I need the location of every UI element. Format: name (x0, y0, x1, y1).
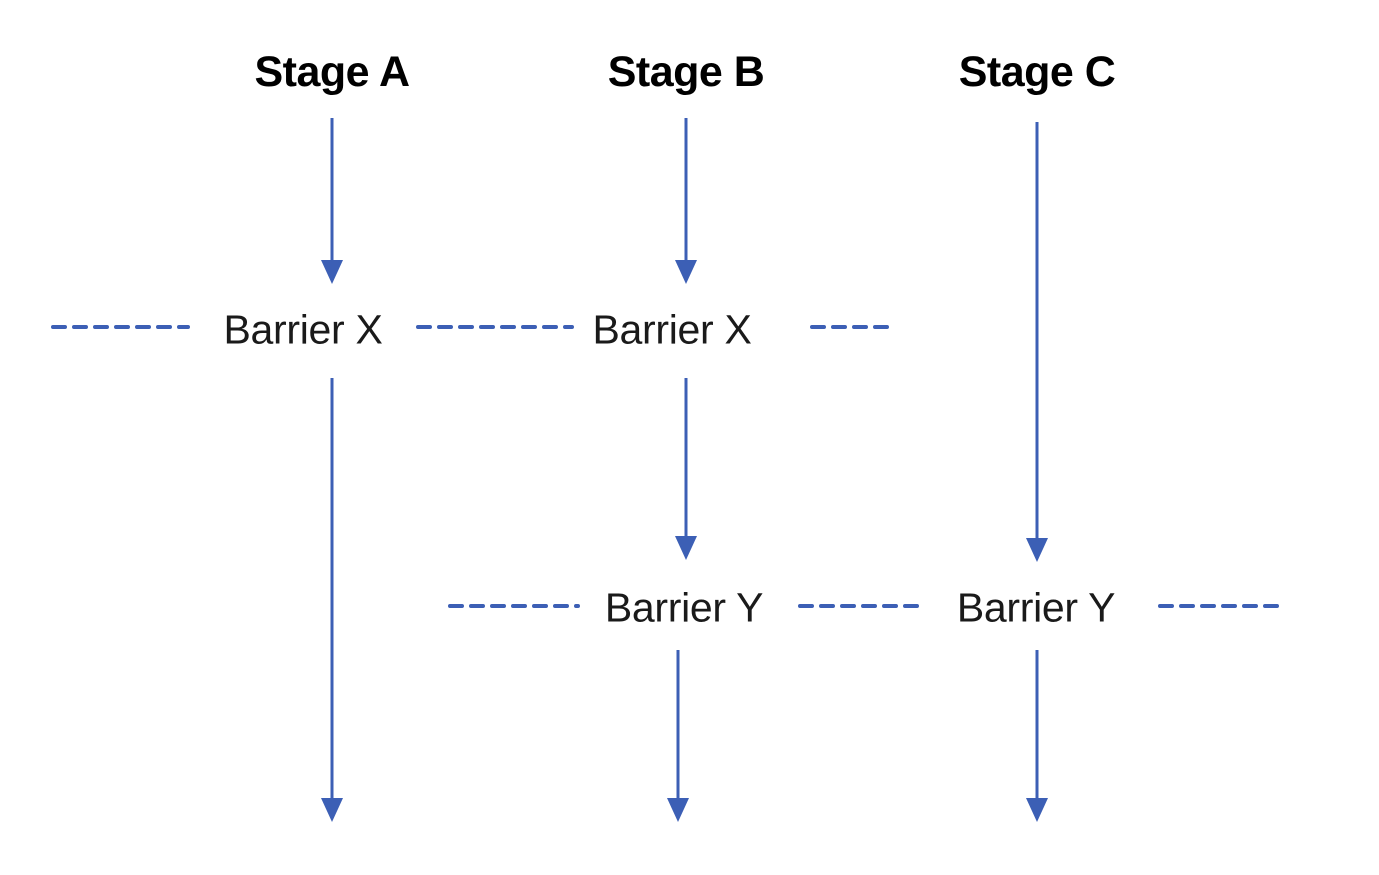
arrow-head (675, 260, 697, 284)
barrier-label-y-stage-b: Barrier Y (598, 584, 770, 632)
stage-header-c: Stage C (958, 48, 1116, 96)
flow-arrow (1026, 122, 1048, 562)
barrier-label-y-stage-c: Barrier Y (950, 584, 1122, 632)
barrier-label-x-stage-a: Barrier X (217, 306, 389, 354)
stage-header-b: Stage B (607, 48, 765, 96)
arrow-head (321, 798, 343, 822)
stage-header-a: Stage A (254, 48, 411, 96)
dashed-connector-layer (51, 325, 1284, 608)
flow-arrow (321, 118, 343, 284)
barrier-label-x-stage-b: Barrier X (586, 306, 758, 354)
flow-arrow (321, 378, 343, 822)
flow-arrow (675, 378, 697, 560)
arrow-head (667, 798, 689, 822)
arrow-head (1026, 798, 1048, 822)
arrow-layer (321, 118, 1048, 822)
flow-arrow (1026, 650, 1048, 822)
arrow-head (321, 260, 343, 284)
arrow-head (1026, 538, 1048, 562)
flow-arrow (667, 650, 689, 822)
arrow-head (675, 536, 697, 560)
flow-arrow (675, 118, 697, 284)
